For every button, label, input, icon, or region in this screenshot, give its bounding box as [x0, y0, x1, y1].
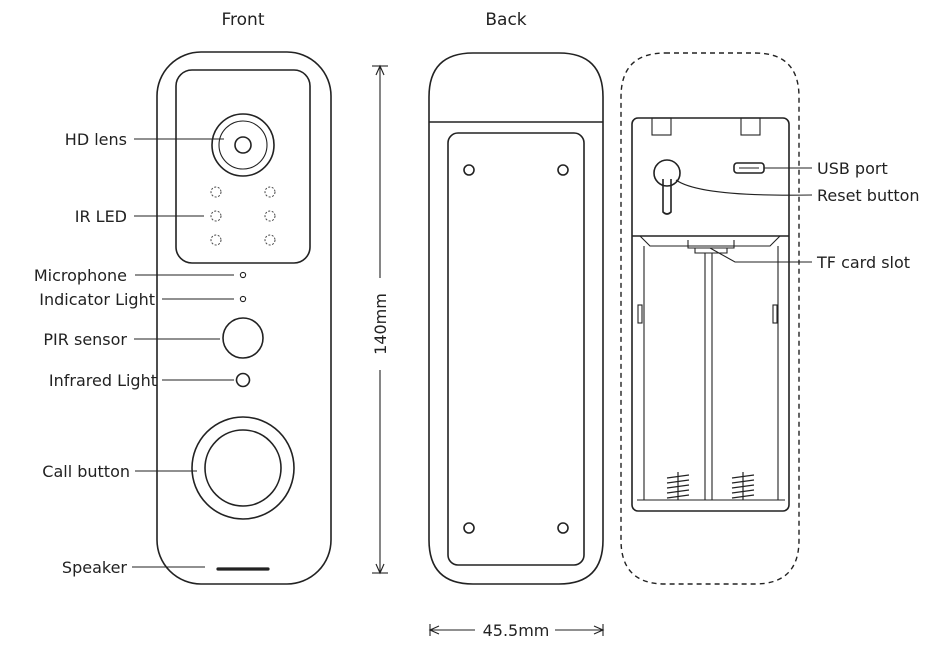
- infrared-light: [235, 372, 251, 388]
- ir-led-label: IR LED: [75, 207, 127, 226]
- front-title: Front: [222, 10, 265, 30]
- height-dimension: [372, 64, 388, 575]
- width-label: 45.5mm: [483, 621, 550, 640]
- call-button: [191, 416, 295, 520]
- reset-button-icon: [653, 159, 681, 215]
- compartment-frame: [631, 117, 790, 512]
- back-view: [428, 52, 604, 585]
- tf-card-slot-label: TF card slot: [816, 253, 910, 272]
- microphone-label: Microphone: [34, 266, 127, 285]
- reset-button-label: Reset button: [817, 186, 920, 205]
- battery-bays: [637, 246, 785, 501]
- pir-sensor: [222, 317, 264, 359]
- interior-leader-lines: [675, 167, 813, 263]
- front-body: [156, 51, 332, 585]
- front-view: [156, 51, 332, 585]
- back-title: Back: [485, 10, 526, 30]
- hd-lens-icon: [211, 113, 275, 177]
- pir-sensor-label: PIR sensor: [43, 330, 127, 349]
- back-plate: [447, 132, 585, 566]
- screw-hole-icons: [463, 164, 569, 534]
- indicator-light-label: Indicator Light: [39, 290, 155, 309]
- interior-view: [620, 52, 800, 585]
- speaker-label: Speaker: [62, 558, 128, 577]
- cover-outline-dashed: [620, 52, 800, 585]
- ir-led-icons: [210, 186, 276, 246]
- hd-lens-label: HD lens: [65, 130, 127, 149]
- width-dimension: [428, 624, 605, 636]
- back-body: [428, 52, 604, 585]
- call-button-label: Call button: [42, 462, 130, 481]
- camera-panel: [175, 69, 311, 264]
- microphone-hole: [239, 271, 247, 279]
- front-leader-lines: [132, 138, 234, 568]
- infrared-light-label: Infrared Light: [49, 371, 157, 390]
- usb-port-label: USB port: [817, 159, 888, 178]
- battery-spring-icons: [666, 472, 755, 500]
- height-label: 140mm: [371, 293, 390, 355]
- indicator-light: [239, 295, 247, 303]
